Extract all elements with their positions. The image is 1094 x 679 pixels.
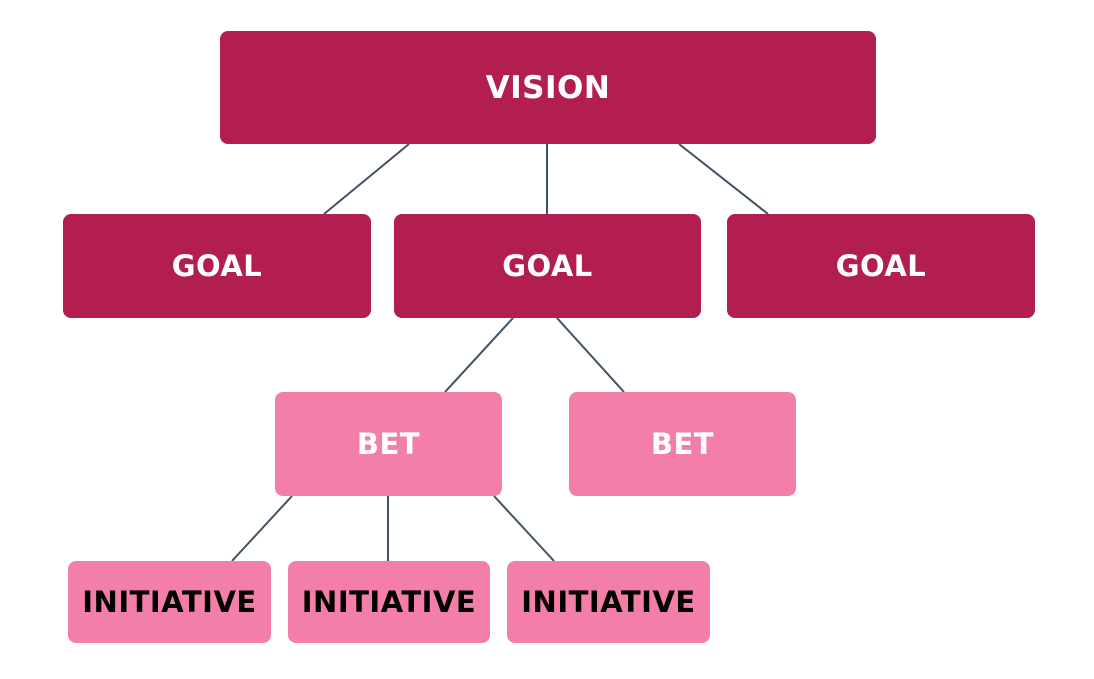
initiative-node-3: INITIATIVE [507, 561, 710, 643]
connector-vision-goal-3 [678, 143, 769, 215]
connector-bet-initiative-3 [493, 495, 555, 562]
vision-label: VISION [485, 69, 611, 106]
initiative-label: INITIATIVE [82, 585, 257, 619]
vision-node: VISION [220, 31, 876, 144]
bet-label: BET [356, 427, 421, 461]
bet-node-2: BET [569, 392, 796, 496]
initiative-node-2: INITIATIVE [288, 561, 490, 643]
goal-node-1: GOAL [63, 214, 371, 318]
goal-node-2: GOAL [394, 214, 701, 318]
initiative-label: INITIATIVE [301, 585, 477, 619]
connector-vision-goal-1 [323, 143, 410, 215]
goal-label: GOAL [835, 249, 927, 283]
connector-goal-bet-2 [556, 317, 625, 393]
bet-node-1: BET [275, 392, 502, 496]
connector-bet-initiative-1 [231, 495, 293, 562]
initiative-label: INITIATIVE [521, 585, 696, 619]
bet-label: BET [650, 427, 715, 461]
initiative-node-1: INITIATIVE [68, 561, 271, 643]
goal-node-3: GOAL [727, 214, 1035, 318]
connector-goal-bet-1 [444, 317, 514, 393]
goal-label: GOAL [502, 249, 593, 283]
goal-label: GOAL [171, 249, 263, 283]
